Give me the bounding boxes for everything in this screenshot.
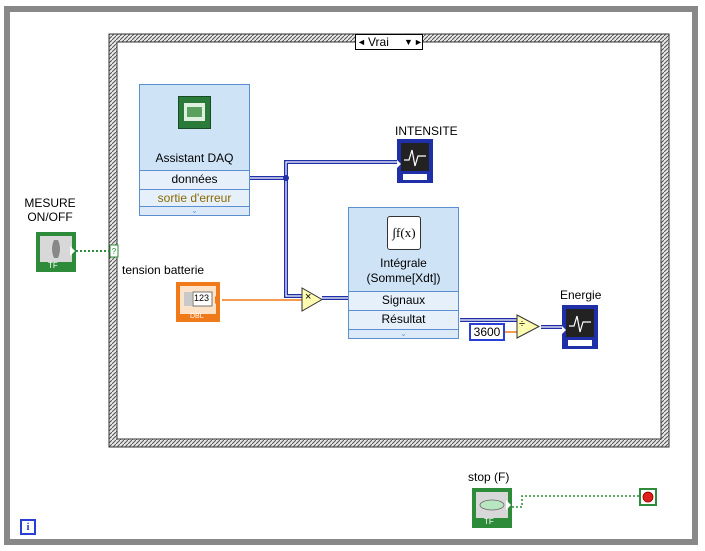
stop-label: stop (F) xyxy=(468,470,510,484)
energie-indicator[interactable] xyxy=(562,305,598,349)
tension-value-tag: 123 xyxy=(194,293,210,303)
tension-control[interactable] xyxy=(176,282,220,322)
energie-label: Energie xyxy=(560,288,602,302)
divide-function[interactable] xyxy=(516,314,541,339)
wire-daq-dynamic[interactable] xyxy=(250,160,397,298)
wire-stop-to-loop[interactable] xyxy=(512,495,640,508)
tension-terminal-tag: DBL xyxy=(190,313,204,320)
case-selector-value: Vrai xyxy=(368,35,389,49)
chevron-down-icon[interactable]: ▼ xyxy=(404,37,413,47)
multiply-function[interactable] xyxy=(301,287,324,312)
while-loop-frame[interactable] xyxy=(4,6,698,545)
loop-condition-terminal[interactable] xyxy=(639,488,657,506)
intensite-indicator[interactable] xyxy=(397,139,433,183)
daq-title: Assistant DAQ xyxy=(155,151,234,165)
constant-3600[interactable]: 3600 xyxy=(469,323,505,341)
case-prev-arrow[interactable]: ◄ xyxy=(357,37,366,47)
integral-vi[interactable]: ∫f(x) Intégrale (Somme[Xdt]) Signaux Rés… xyxy=(348,207,459,339)
stop-control[interactable] xyxy=(472,488,512,528)
svg-text:?: ? xyxy=(112,247,117,256)
intensite-label: INTENSITE xyxy=(395,124,458,138)
integral-output-resultat[interactable]: Résultat xyxy=(349,310,458,329)
multiply-symbol: × xyxy=(305,291,312,303)
divide-symbol: ÷ xyxy=(519,318,526,330)
case-next-arrow[interactable]: ► xyxy=(414,37,423,47)
mesure-control[interactable] xyxy=(36,232,76,272)
stop-terminal-tag: TF xyxy=(484,517,494,526)
daq-output-donnees[interactable]: données xyxy=(140,170,249,189)
iteration-terminal[interactable]: i xyxy=(20,519,36,535)
integral-title: Intégrale (Somme[Xdt]) xyxy=(366,256,441,285)
tension-label: tension batterie xyxy=(122,263,205,277)
mesure-label: MESURE ON/OFF xyxy=(24,196,76,224)
mesure-terminal-tag: TF xyxy=(48,261,58,270)
case-selector[interactable]: ◄ Vrai ▼ ► xyxy=(355,34,423,50)
daq-icon xyxy=(178,96,211,129)
daq-output-erreur[interactable]: sortie d'erreur xyxy=(140,189,249,208)
integral-expand-handle[interactable]: ⌄ xyxy=(349,329,458,338)
integral-icon: ∫f(x) xyxy=(387,216,421,250)
daq-assistant-vi[interactable]: Assistant DAQ données sortie d'erreur ⌄ xyxy=(139,84,250,216)
case-selector-terminal[interactable] xyxy=(109,244,119,258)
daq-expand-handle[interactable]: ⌄ xyxy=(140,206,249,215)
integral-input-signaux[interactable]: Signaux xyxy=(349,291,458,310)
